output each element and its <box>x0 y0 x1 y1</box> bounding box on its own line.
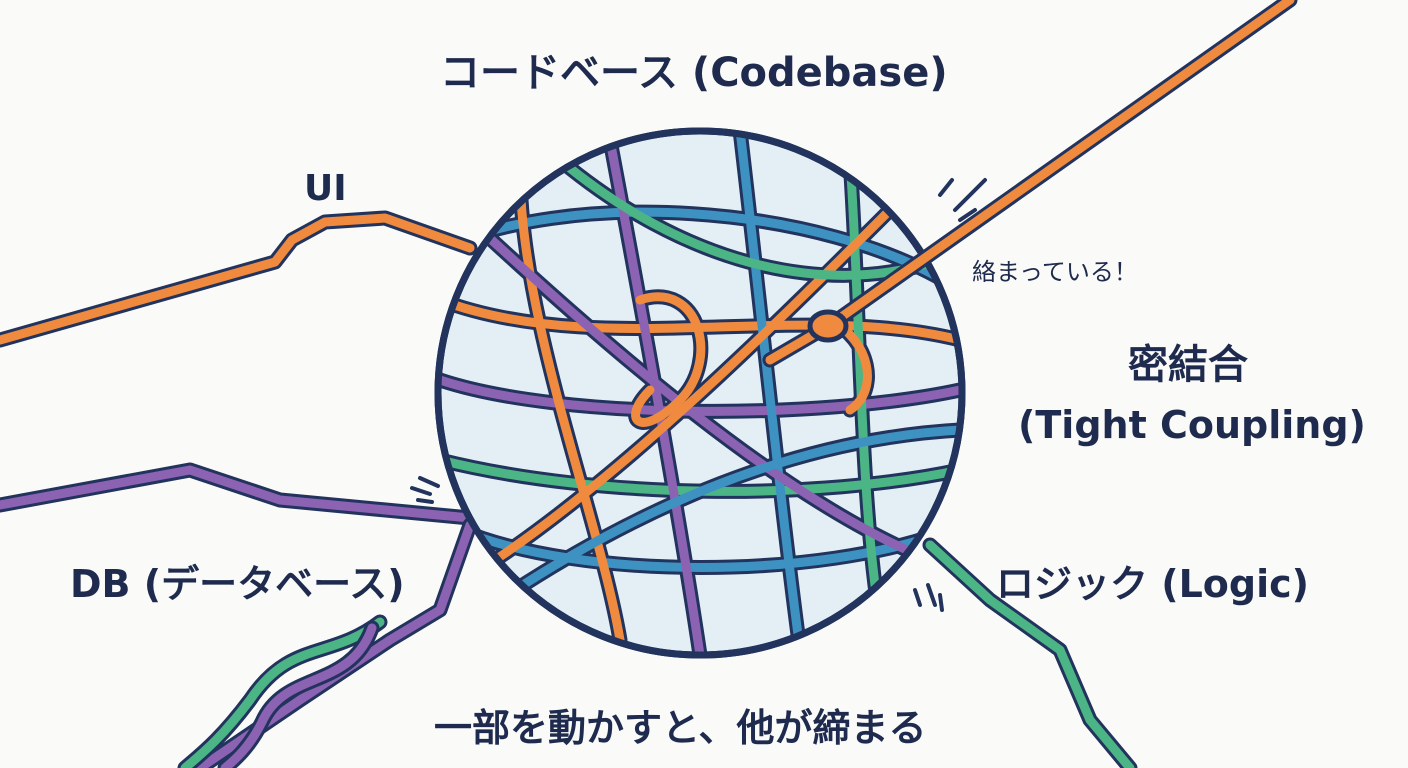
logic-strand <box>922 537 1138 768</box>
twisted-strand <box>177 614 388 768</box>
tension-marks-bottom <box>913 583 944 612</box>
tangled-label: 絡まっている！ <box>972 258 1138 286</box>
knot <box>807 309 849 343</box>
db-label: DB (データベース) <box>70 562 405 606</box>
tension-marks-top <box>938 178 987 222</box>
caption: 一部を動かすと、他が締まる <box>434 706 927 750</box>
tension-marks-left <box>410 476 440 504</box>
ui-label: UI <box>304 168 347 209</box>
tangled-strands <box>438 131 962 655</box>
logic-label: ロジック (Logic) <box>996 562 1310 606</box>
tight-coupling-label: 密結合 (Tight Coupling) <box>1018 335 1366 455</box>
ui-strand <box>0 210 478 348</box>
coupling-subtitle: (Tight Coupling) <box>1018 403 1366 447</box>
codebase-title: コードベース (Codebase) <box>440 50 948 96</box>
coupling-title: 密結合 <box>1128 342 1248 388</box>
